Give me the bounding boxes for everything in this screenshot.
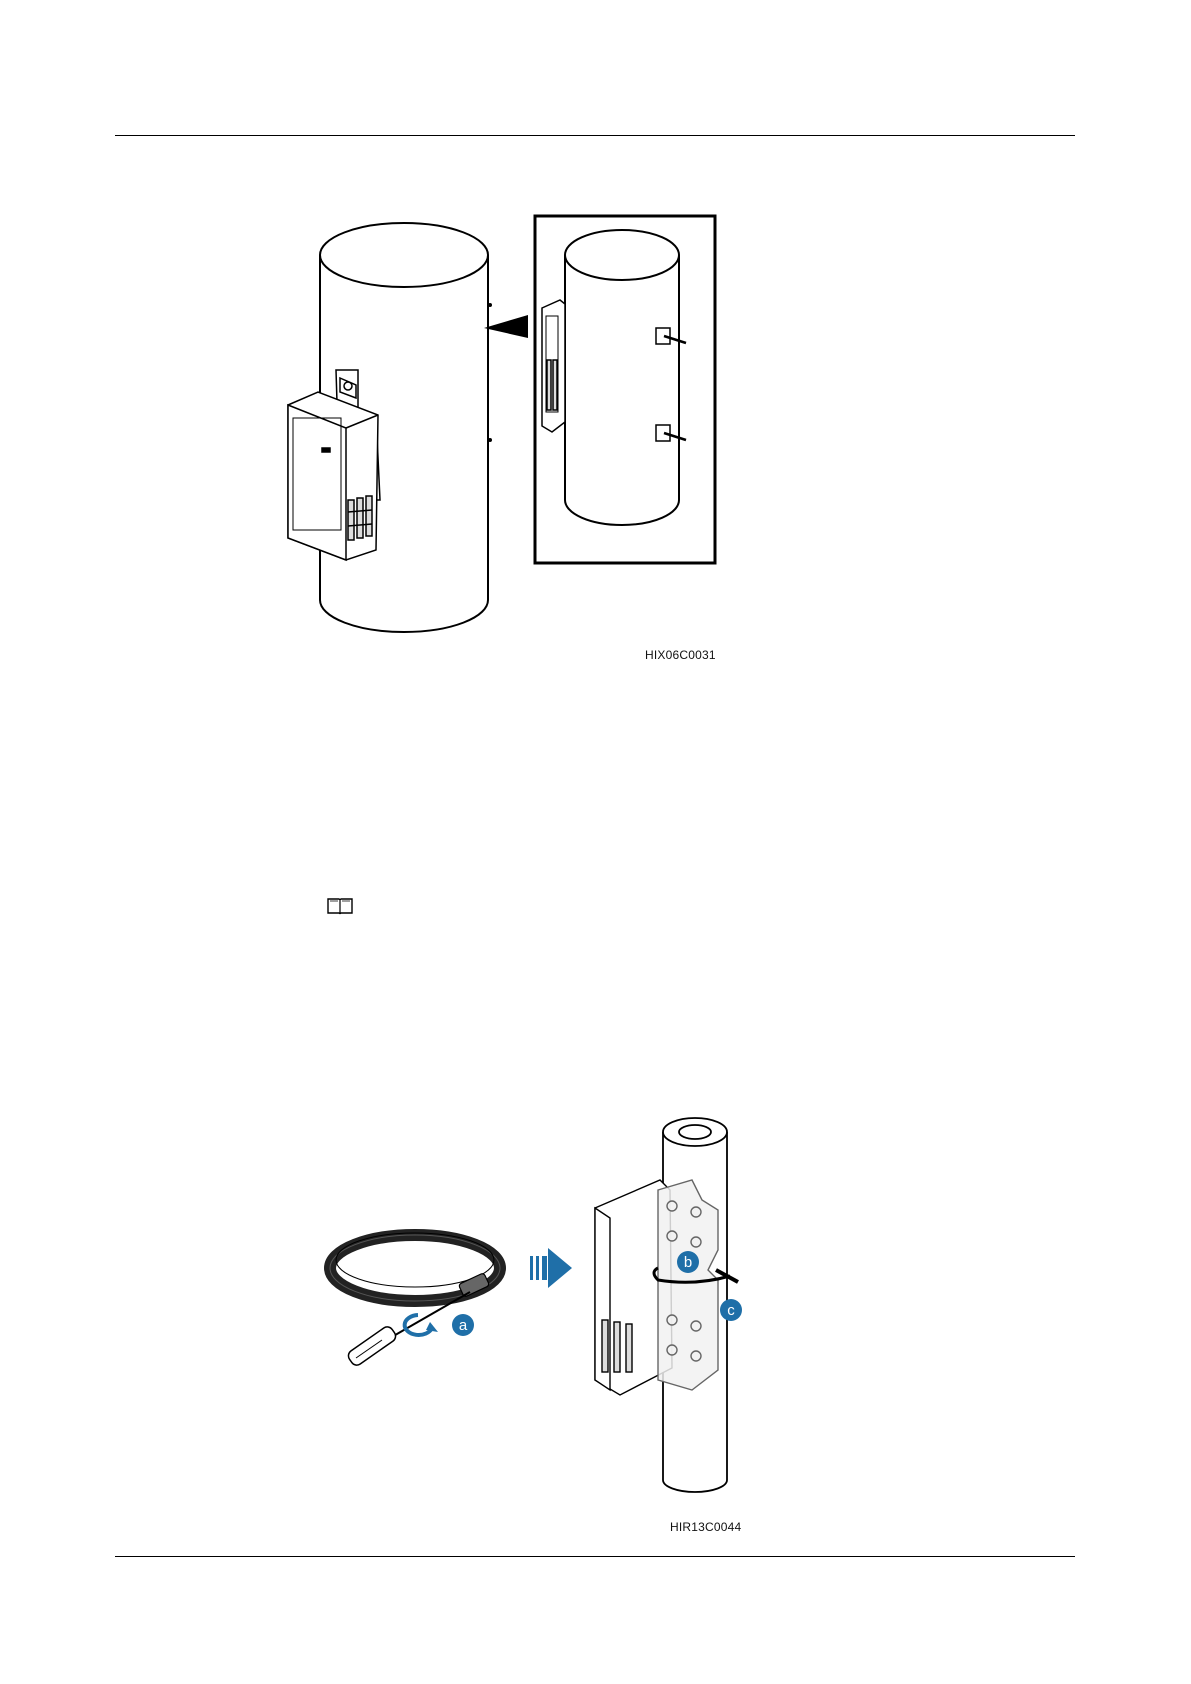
- figure-1-code: HIX06C0031: [645, 648, 716, 662]
- mounting-plate: [658, 1180, 718, 1390]
- svg-text:a: a: [459, 1317, 468, 1334]
- inset-device-side: [542, 300, 565, 432]
- pointer-arrow: [484, 315, 528, 338]
- device-box: [288, 392, 378, 560]
- rotation-arrow: [405, 1315, 432, 1335]
- footer-rule: [115, 1556, 1075, 1557]
- book-note-icon: [326, 896, 354, 916]
- inset-pole: [565, 230, 679, 525]
- svg-text:b: b: [684, 1254, 692, 1271]
- svg-text:c: c: [727, 1302, 735, 1319]
- transition-arrow: [530, 1248, 572, 1288]
- figure-2-hose-clamp-illustration: a b: [320, 1100, 760, 1520]
- callout-c: c: [720, 1299, 742, 1321]
- header-rule: [115, 135, 1075, 136]
- callout-a: a: [452, 1314, 474, 1336]
- figure-1-pole-mount-illustration: [260, 200, 740, 640]
- callout-b: b: [677, 1251, 699, 1273]
- figure-2-code: HIR13C0044: [670, 1520, 741, 1534]
